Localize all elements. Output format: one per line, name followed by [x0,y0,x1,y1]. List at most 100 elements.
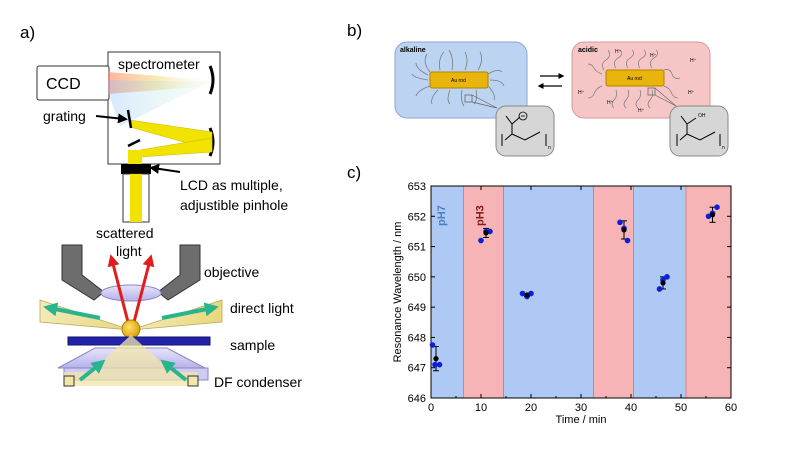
panel-b: b) alkaline Au rod n acidic [347,21,729,157]
data-point [478,237,484,244]
data-point [519,290,526,297]
phase-band [633,186,686,398]
alkaline-zoom-box [464,94,473,103]
mean-point [660,280,666,286]
acidic-au-rod-label: Au rod [627,76,642,82]
objective-right-arm [157,244,201,301]
fold-mirror [127,138,141,148]
y-tick-label: 647 [408,363,426,375]
condenser-arrow-right [160,359,188,382]
condenser-foot-left [63,375,75,387]
carboxylate-charge-icon [518,111,528,121]
alkaline-au-rod-label: Au rod [451,78,466,84]
mean-point [621,227,627,233]
phase-band [463,186,504,398]
acidic-n: n [722,145,725,151]
y-tick-label: 646 [408,393,426,405]
acidic-ligands [587,49,681,109]
alkaline-au-rod [429,71,489,89]
h-plus-4: H⁺ [578,90,585,96]
alkaline-structure [501,115,547,146]
scattered-arrow-left [107,254,130,323]
alkaline-ligands [411,49,505,107]
h-plus-1: H⁺ [615,49,622,55]
grating-label: grating [43,108,86,124]
grating-element [126,109,133,129]
acidic-zoom-line-1 [654,94,677,107]
lcd-arrow [149,163,181,174]
data-point [429,342,436,348]
mean-point [709,212,716,218]
phase-band [503,186,594,398]
tube-beam [130,174,142,222]
panel-c-letter: c) [347,163,361,182]
acidic-oh: OH [698,113,706,119]
data-point [656,286,663,292]
data-point [436,361,443,368]
mirror-top [208,65,215,95]
df-condenser-label: DF condenser [214,374,302,390]
x-tick-label: 0 [428,402,434,414]
alkaline-n: n [548,145,551,151]
data-point [617,219,623,226]
mean-point [483,230,489,236]
objective-left-arm [61,244,105,301]
spectrometer-label: spectrometer [118,56,200,72]
spectrum-beam-lower [108,80,210,126]
data-point [714,204,720,210]
h-plus-6: H⁺ [638,108,645,114]
x-axis-label: Time / min [556,414,607,426]
lcd-label-1: LCD as multiple, [180,177,283,193]
alkaline-zoom-panel [495,105,555,157]
acidic-structure [676,115,721,146]
h-plus-7: H⁺ [688,90,695,96]
h-plus-5: H⁺ [607,100,614,106]
y-tick-label: 651 [408,242,426,254]
ccd-label: CCD [46,76,81,93]
objective-label: objective [204,264,259,280]
y-tick-label: 648 [408,332,426,344]
h-plus-2: H⁺ [650,53,657,59]
condenser-foot-right [187,375,199,387]
sample-label: sample [230,337,275,353]
x-tick-label: 10 [475,402,487,414]
alkaline-zoom-line-1 [471,101,498,109]
data-point [705,213,712,220]
condenser-arrow-left [78,359,106,382]
y-axis-label: Resonance Wavelength / nm [392,222,404,363]
scattered-label-2: light [116,243,142,259]
x-tick-label: 60 [725,402,737,414]
y-tick-label: 650 [408,272,426,284]
x-tick-label: 40 [625,402,637,414]
alkaline-label: alkaline [400,47,426,54]
lcd-pinhole [121,164,151,174]
y-tick-label: 653 [408,181,426,193]
data-point [624,237,631,244]
panel-a: a) spectrometer CCD grating LCD as multi… [20,23,302,390]
y-tick-label: 649 [408,302,426,314]
direct-light-label: direct light [230,300,294,316]
panel-b-letter: b) [347,21,362,40]
objective-lens [100,284,162,302]
data-point [432,361,438,368]
acidic-zoom-line-2 [654,87,677,107]
scattered-label-1: scattered [96,225,154,241]
h-plus-3: H⁺ [690,58,697,64]
y-tick-label: 652 [408,211,426,223]
mean-point [433,356,439,362]
phase-band [593,186,634,398]
phase-band [686,186,731,398]
acidic-au-rod [605,69,665,87]
alkaline-zoom-line-2 [471,94,498,109]
mean-point [524,292,530,298]
acidic-label: acidic [578,47,598,54]
lcd-label-2: adjustible pinhole [180,197,288,213]
band-label-ph3: pH3 [475,205,487,226]
data-point [487,228,493,235]
x-tick-label: 20 [525,402,537,414]
acidic-zoom-box [647,87,656,96]
mirror-bottom [208,127,215,157]
